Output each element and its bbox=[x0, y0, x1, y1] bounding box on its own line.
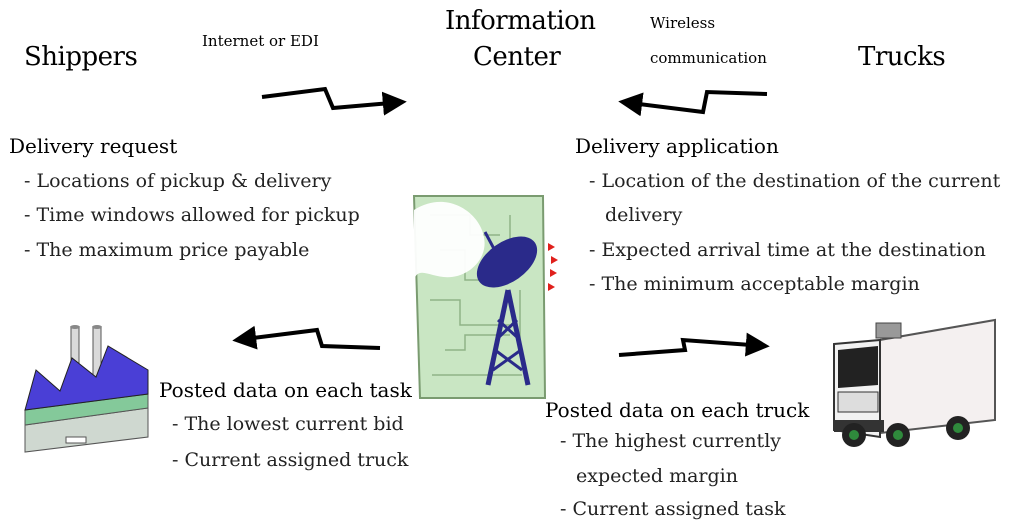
posted-truck-item: - Current assigned task bbox=[560, 498, 786, 520]
delivery-request-heading: Delivery request bbox=[9, 134, 178, 158]
satellite-dish-icon bbox=[412, 195, 558, 399]
arrow-shippers-to-center bbox=[261, 86, 407, 116]
delivery-request-item: - The maximum price payable bbox=[24, 239, 310, 261]
center-label-line1: Information bbox=[445, 6, 596, 36]
link-label-internet: Internet or EDI bbox=[202, 32, 319, 50]
link-label-wireless: Wireless bbox=[650, 14, 716, 32]
delivery-application-item: - Location of the destination of the cur… bbox=[589, 170, 1001, 192]
delivery-application-item: - Expected arrival time at the destinati… bbox=[589, 239, 986, 261]
arrow-center-to-shippers bbox=[232, 325, 381, 350]
truck-icon bbox=[833, 318, 996, 447]
posted-truck-item: expected margin bbox=[576, 465, 738, 487]
posted-task-item: - Current assigned truck bbox=[172, 449, 409, 471]
link-label-communication: communication bbox=[650, 49, 767, 67]
arrow-trucks-to-center bbox=[618, 89, 768, 117]
posted-task-heading: Posted data on each task bbox=[159, 378, 412, 402]
posted-task-item: - The lowest current bid bbox=[172, 413, 404, 435]
posted-truck-item: - The highest currently bbox=[560, 430, 782, 452]
arrow-center-to-trucks bbox=[618, 332, 770, 357]
delivery-application-heading: Delivery application bbox=[575, 134, 779, 158]
factory-icon bbox=[24, 325, 149, 453]
trucks-label: Trucks bbox=[858, 42, 946, 72]
delivery-application-item: - The minimum acceptable margin bbox=[589, 273, 920, 295]
center-label-line2: Center bbox=[473, 42, 561, 72]
delivery-request-item: - Time windows allowed for pickup bbox=[24, 204, 360, 226]
shippers-label: Shippers bbox=[24, 42, 138, 72]
delivery-application-item: delivery bbox=[605, 204, 683, 226]
posted-truck-heading: Posted data on each truck bbox=[545, 398, 810, 422]
delivery-request-item: - Locations of pickup & delivery bbox=[24, 170, 332, 192]
